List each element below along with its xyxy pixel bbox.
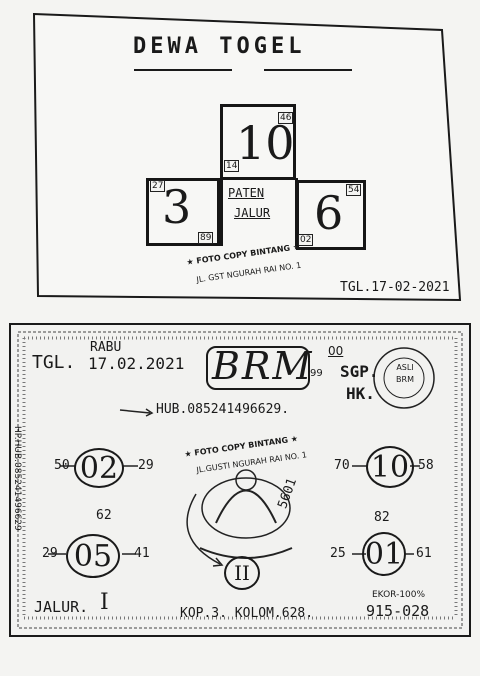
brand-sub: 99 [310, 368, 323, 379]
top-card-border [32, 12, 462, 302]
circle1-left: 50 [54, 458, 70, 473]
circle2: 10 [366, 446, 414, 488]
right-badge-top: 54 [346, 184, 362, 196]
circle4-value: 01 [364, 536, 404, 572]
side-phone: HP.HUB.085241496629 [12, 426, 22, 531]
label-paten: PATEN [228, 186, 265, 200]
circle1: 02 [74, 448, 124, 488]
circle1-below: 62 [96, 508, 112, 523]
seal-text: ASLI BRM [396, 363, 414, 384]
brand-box [206, 346, 310, 390]
tgl-label: TGL. [32, 352, 76, 373]
jalur-label: JALUR. [34, 598, 89, 616]
brand-super: 00 [328, 344, 344, 358]
circle4-right: 61 [416, 546, 432, 561]
center-number: 10 [236, 116, 295, 170]
top-card [14, 8, 466, 308]
circle3-value: 05 [73, 538, 113, 574]
ekor-label: EKOR-100% [372, 590, 426, 600]
circle4: 01 [362, 532, 406, 576]
circle3-right: 41 [134, 546, 150, 561]
circle1-right: 29 [138, 458, 154, 473]
bottom-date: 17.02.2021 [88, 354, 185, 373]
label-jalur: JALUR [234, 206, 271, 220]
circle4-left: 25 [330, 546, 346, 561]
kop-text: KOP.3. KOLOM.628. [180, 606, 314, 621]
circle3: 05 [66, 534, 120, 578]
center-box [220, 104, 296, 180]
circle2-left: 70 [334, 458, 350, 473]
right-badge-bottom: 02 [298, 234, 314, 246]
page-title: DEWA TOGEL [133, 34, 306, 59]
market-sgp: SGP. [340, 362, 379, 381]
top-date: TGL.17-02-2021 [340, 280, 450, 295]
right-box [296, 180, 366, 250]
left-badge-bottom: 89 [198, 232, 214, 244]
brand-logo: BRM [212, 344, 314, 388]
center-circle: II [224, 556, 260, 590]
circle1-value: 02 [79, 450, 119, 486]
left-box [146, 178, 220, 246]
circle2-right: 58 [418, 458, 434, 473]
circle2-value: 10 [370, 449, 410, 485]
ekor-value: 915-028 [366, 602, 430, 620]
center-circle-value: II [234, 561, 250, 585]
hub-text: HUB.085241496629. [156, 402, 290, 417]
market-hk: HK. [346, 384, 375, 403]
left-number: 3 [162, 180, 192, 234]
right-number: 6 [314, 186, 344, 240]
jalur-value: I [100, 590, 109, 615]
circle2-below: 82 [374, 510, 390, 525]
day-label: RABU [90, 340, 122, 355]
circle3-left: 29 [42, 546, 58, 561]
corner-badge: 14 [224, 160, 240, 172]
left-badge-top: 27 [150, 180, 166, 192]
center-badge: 46 [278, 112, 294, 124]
